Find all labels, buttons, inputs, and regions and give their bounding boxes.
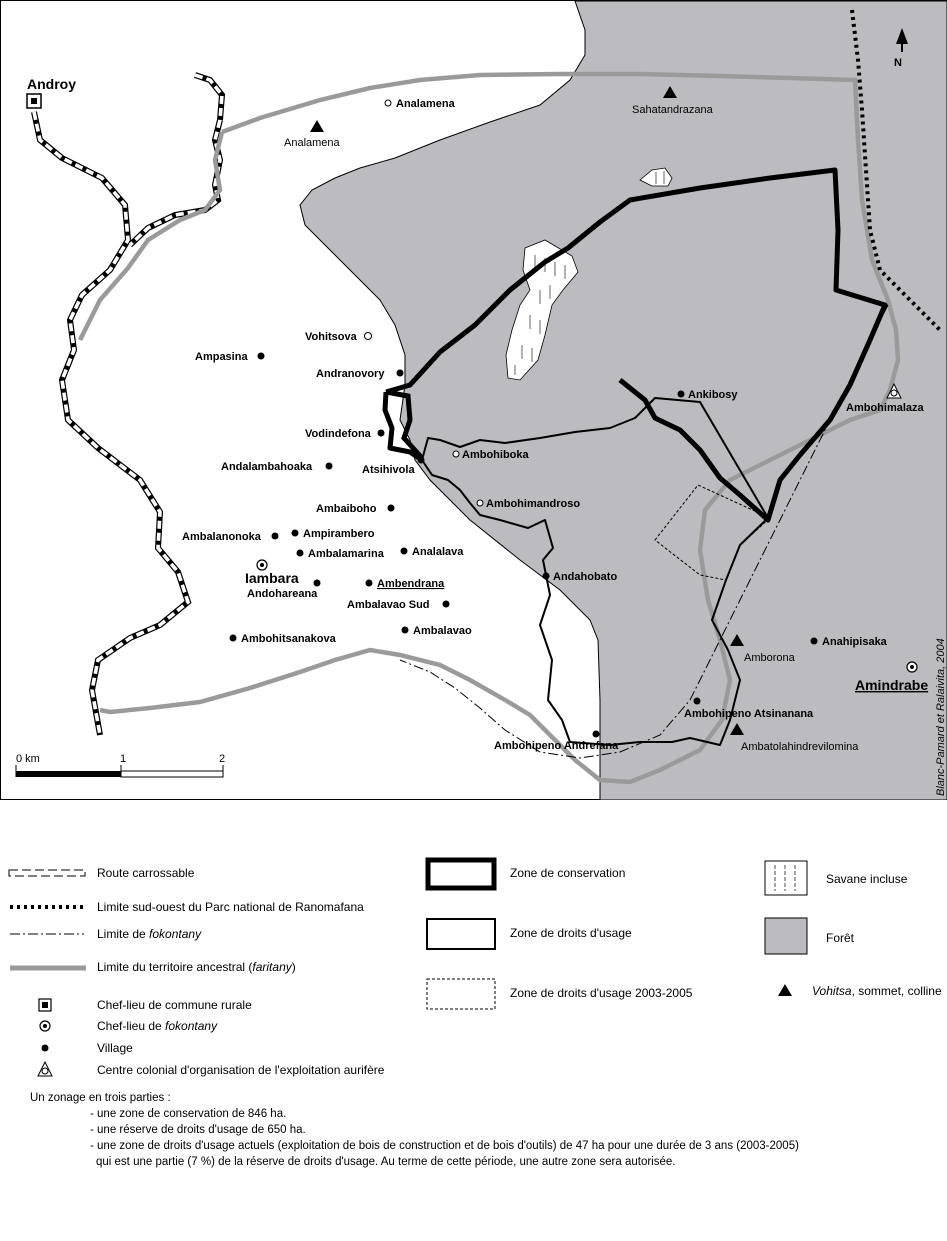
faritany-boundary xyxy=(77,71,901,785)
legend-droits: Zone de droits d'usage xyxy=(510,926,632,940)
open-village-markers xyxy=(364,99,484,507)
legend-foret: Forêt xyxy=(826,931,855,945)
legend-faritany-em: faritany xyxy=(252,960,292,974)
place-andalambahoaka: Andalambahoaka xyxy=(221,461,313,473)
legend-chef-fokontany-prefix: Chef-lieu de xyxy=(97,1019,166,1033)
legend-commune: Chef-lieu de commune rurale xyxy=(97,998,252,1012)
scale-bar: 0 km 1 2 xyxy=(15,753,225,778)
village-markers xyxy=(229,352,818,738)
place-atsihivola: Atsihivola xyxy=(362,464,415,476)
legend-fokontany-prefix: Limite de xyxy=(97,927,150,941)
zone-droits-usage xyxy=(421,397,769,746)
place-vodindefona: Vodindefona xyxy=(305,428,372,440)
route-legend-symbol xyxy=(8,869,86,877)
place-amborona: Amborona xyxy=(744,652,796,664)
parc-legend-symbol xyxy=(10,905,84,909)
legend-parc: Limite sud-ouest du Parc national de Ran… xyxy=(97,900,364,914)
centre-colonial-marker xyxy=(886,382,902,399)
droits-legend-symbol xyxy=(426,918,496,950)
north-arrow: N xyxy=(894,28,908,69)
place-ambaiboho: Ambaiboho xyxy=(316,503,377,515)
place-ambohitsanakova: Ambohitsanakova xyxy=(241,633,337,645)
peak-markers xyxy=(310,86,744,735)
legend-centre: Centre colonial d'organisation de l'expl… xyxy=(97,1063,385,1077)
legend-vohitsa-em: Vohitsa xyxy=(812,984,852,998)
scale-tick-1: 1 xyxy=(120,753,126,765)
note-item-3a: - une zone de droits d'usage actuels (ex… xyxy=(90,1140,799,1152)
place-ambalavao: Ambalavao xyxy=(413,625,472,637)
place-ambalanonoka: Ambalanonoka xyxy=(182,531,262,543)
legend-vohitsa: Vohitsa, sommet, colline xyxy=(812,984,942,998)
place-ampasina: Ampasina xyxy=(195,351,248,363)
place-andranovory: Andranovory xyxy=(316,368,385,380)
legend-vohitsa-rest: , sommet, colline xyxy=(851,984,942,998)
legend-droits-2003: Zone de droits d'usage 2003-2005 xyxy=(510,986,693,1000)
fokontany-legend-symbol xyxy=(10,933,84,935)
note-intro: Un zonage en trois parties : xyxy=(30,1092,171,1104)
scale-tick-2: 2 xyxy=(219,753,225,765)
place-analalava: Analalava xyxy=(412,546,464,558)
north-label: N xyxy=(894,57,902,69)
savane-patch xyxy=(505,239,579,381)
commune-marker-androy xyxy=(26,93,42,109)
legend-faritany-prefix: Limite du territoire ancestral ( xyxy=(97,960,253,974)
place-vohitsova: Vohitsova xyxy=(305,331,358,343)
legend-faritany-suffix: ) xyxy=(291,960,296,974)
place-analamena-peak: Analamena xyxy=(284,137,341,149)
place-anahipisaka: Anahipisaka xyxy=(822,636,888,648)
zoning-note: Un zonage en trois parties : - une zone … xyxy=(30,1090,930,1170)
note-item-1: - une zone de conservation de 846 ha. xyxy=(90,1108,287,1120)
map: N 0 km 1 2 Blanc-Pamard et Ralaivita, 20… xyxy=(0,0,947,800)
place-amindrabe: Amindrabe xyxy=(855,677,928,693)
map-credit: Blanc-Pamard et Ralaivita, 2004 xyxy=(935,638,947,796)
place-ampirambero: Ampirambero xyxy=(303,528,375,540)
legend-faritany: Limite du territoire ancestral (faritany… xyxy=(97,960,296,974)
place-ambatolahindrevilomina: Ambatolahindrevilomina xyxy=(741,741,859,753)
parc-limit xyxy=(850,9,942,332)
note-item-3b: qui est une partie (7 %) de la réserve d… xyxy=(96,1156,676,1168)
legend-chef-fokontany: Chef-lieu de fokontany xyxy=(97,1019,217,1033)
legend-conservation: Zone de conservation xyxy=(510,866,626,880)
zone-conservation xyxy=(382,167,888,523)
place-iambara: Iambara xyxy=(245,570,299,586)
legend-route: Route carrossable xyxy=(97,866,195,880)
faritany-legend-symbol xyxy=(10,965,86,971)
legend-savane: Savane incluse xyxy=(826,872,908,886)
forest-area xyxy=(299,0,947,800)
place-ambohipeno-andrefana: Ambohipeno Andrefana xyxy=(494,740,619,752)
place-ambohipeno-atsinanana: Ambohipeno Atsinanana xyxy=(684,708,814,720)
droits-2003-legend-symbol xyxy=(426,978,496,1010)
village-legend-icon xyxy=(41,1044,49,1052)
commune-legend-icon xyxy=(38,998,52,1012)
place-ambohimandroso: Ambohimandroso xyxy=(486,498,580,510)
vohitsa-legend-icon xyxy=(778,984,792,996)
place-ambalavao-sud: Ambalavao Sud xyxy=(347,599,430,611)
centre-legend-icon xyxy=(37,1061,53,1077)
legend-chef-fokontany-em: fokontany xyxy=(165,1019,218,1033)
place-ankibosy: Ankibosy xyxy=(688,389,738,401)
note-item-2: - une réserve de droits d'usage de 650 h… xyxy=(90,1124,306,1136)
place-andahobato: Andahobato xyxy=(553,571,617,583)
place-analamena-village: Analamena xyxy=(396,98,456,110)
legend-fokontany: Limite de fokontany xyxy=(97,927,201,941)
legend-village: Village xyxy=(97,1041,133,1055)
conservation-legend-symbol xyxy=(425,857,497,891)
savane-legend-symbol xyxy=(764,860,808,896)
place-ambalamarina: Ambalamarina xyxy=(308,548,385,560)
fokontany-chef-markers xyxy=(256,559,918,673)
place-sahatandrazana: Sahatandrazana xyxy=(632,104,714,116)
fokontany-limit xyxy=(399,304,889,759)
scale-tick-0: 0 km xyxy=(16,753,40,765)
place-andohareana: Andohareana xyxy=(247,588,318,600)
foret-legend-symbol xyxy=(764,917,808,955)
place-androy: Androy xyxy=(27,76,76,92)
place-ambohimalaza: Ambohimalaza xyxy=(846,402,925,414)
place-ambohiboka: Ambohiboka xyxy=(462,449,529,461)
fokontany-chef-legend-icon xyxy=(39,1020,51,1032)
place-ambendrana: Ambendrana xyxy=(377,578,445,590)
legend-fokontany-em: fokontany xyxy=(149,927,202,941)
zone-conservation-west xyxy=(385,389,424,460)
